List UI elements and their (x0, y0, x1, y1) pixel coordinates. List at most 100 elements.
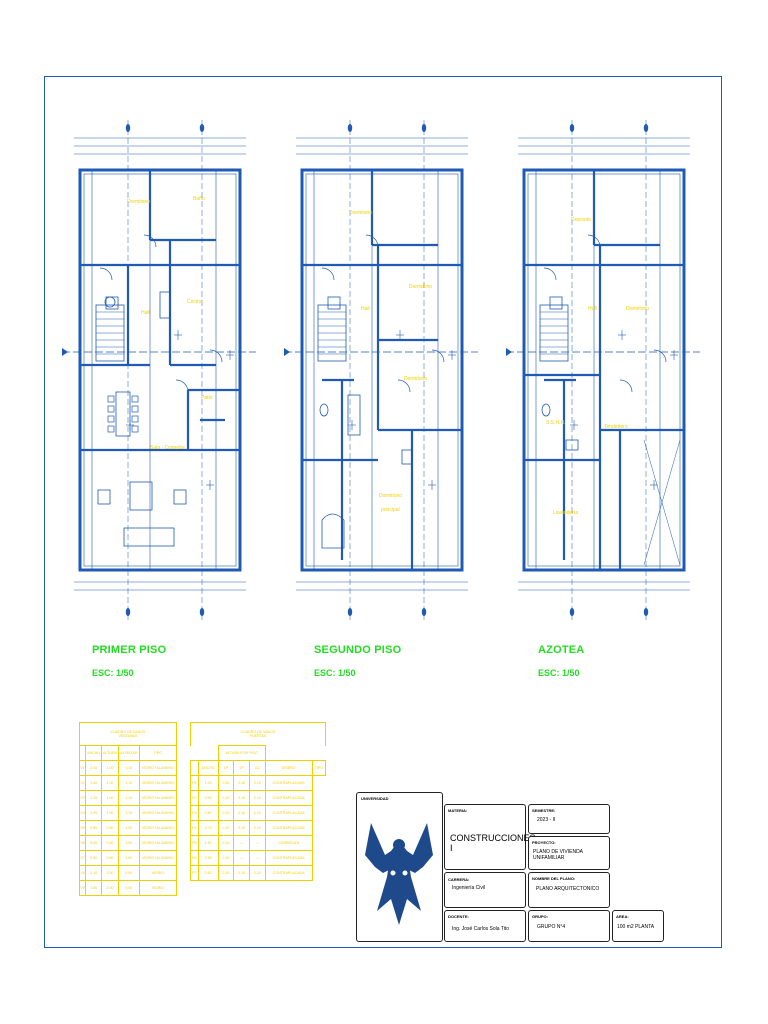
schedule-cell: VIDRIO+ALUMINIO (138, 805, 178, 821)
schedule-cell: P5 (190, 835, 199, 851)
dining-table-icon (115, 391, 131, 437)
kitchen-counter-icon (159, 291, 171, 319)
wall-inner-line (83, 173, 237, 567)
axis-marker (347, 608, 353, 616)
room-label: Dormitorio (127, 199, 151, 205)
schedule-cell: CONTRAPLACADA (264, 820, 313, 836)
schedule-cell: 1.50 (85, 775, 103, 791)
shower-icon (347, 394, 361, 436)
room-label: Hall (141, 310, 150, 316)
semestre-label: SEMESTRE: (532, 808, 556, 813)
area-value: 100 m2 PLANTA (617, 924, 655, 930)
toilet-icon (541, 403, 551, 417)
axis-marker (569, 124, 575, 132)
axis-marker (199, 124, 205, 132)
axis-marker (569, 608, 575, 616)
proyecto-value: PLANO DE VIVIENDA UNIFAMILIAR (533, 849, 583, 861)
schedule-cell: 1.00 (101, 790, 119, 806)
university-box: UNIVERSIDAD (356, 792, 443, 942)
door-swing (321, 267, 335, 281)
schedule-cell: --- (233, 850, 250, 866)
room-label: Hall (361, 306, 370, 312)
room-label: Patio (201, 395, 213, 401)
schedule-cell: 1.10 (117, 805, 140, 821)
docente-label: DOCENTE: (448, 914, 469, 919)
hatch-line (643, 439, 681, 566)
schedule-cell: VIDRIO+ALUMINIO (138, 760, 178, 776)
room-label: Hall (588, 306, 597, 312)
schedule-cell: 0.70 (197, 820, 219, 836)
schedule-cell: 2.10 (233, 775, 250, 791)
semestre-box: SEMESTRE: 2023 - II (528, 804, 610, 834)
axis-marker (643, 608, 649, 616)
stair-landing (327, 296, 341, 310)
schedule-cell: CORREDIZA (264, 835, 313, 851)
schedule-cell: 2.10 (249, 865, 266, 881)
proyecto-box: PROYECTO: PLANO DE VIVIENDA UNIFAMILIAR (528, 836, 610, 870)
schedule-cell: --- (249, 850, 266, 866)
schedule-cell: 1.50 (117, 850, 140, 866)
schedule-cell: 2.10 (233, 865, 250, 881)
schedule-column-header: TIPO (138, 745, 178, 761)
schedule-column-header: AZ (249, 760, 266, 776)
schedule-cell: 1.20 (85, 790, 103, 806)
axis-marker (125, 608, 131, 616)
schedule-column-header: 2P (233, 760, 250, 776)
schedule-cell: 2.10 (249, 775, 266, 791)
materia-label: MATERIA: (448, 808, 468, 813)
schedule-cell: 1.80 (85, 880, 103, 896)
room-label: Dormitorio (349, 210, 373, 216)
schedule-cell: VIDRIO (138, 880, 178, 896)
schedule-cell: 0.60 (197, 865, 219, 881)
carrera-label: CARRERA: (448, 877, 470, 882)
axis-marker (421, 608, 427, 616)
section-marker (506, 348, 512, 356)
room-label: Sala - Comedor (150, 445, 186, 451)
sofa-icon (123, 527, 175, 547)
eagle-logo-icon (365, 823, 433, 925)
schedule-cell: CONTRAPLACADA (264, 790, 313, 806)
plan-title-azotea: AZOTEA (538, 644, 585, 656)
schedule-cell: 2.10 (249, 790, 266, 806)
plan-scale: ESC: 1/50 (538, 668, 580, 678)
nombre-plano-label: NOMBRE DEL PLANO: (532, 876, 576, 881)
schedule-cell: CONTRAPLACADA (264, 775, 313, 791)
room-label: Dormitorio (379, 493, 403, 499)
nombre-plano-box: NOMBRE DEL PLANO: PLANO ARQUITECTONICO (528, 872, 610, 908)
schedule-cell: 0.00 (117, 880, 140, 896)
plan-title-primer-piso: PRIMER PISO (92, 644, 167, 656)
schedule-cell: 2.00 (101, 865, 119, 881)
schedule-cell: VIDRIO+ALUMINIO (138, 820, 178, 836)
room-label: S.S.H.H. (546, 420, 566, 426)
plan-scale: ESC: 1/50 (314, 668, 356, 678)
schedule-cell: 1.10 (117, 760, 140, 776)
schedule-cell: 2.10 (217, 865, 235, 881)
axis-marker (125, 124, 131, 132)
schedule-cell: V9 (78, 880, 87, 896)
plan-scale: ESC: 1/50 (92, 668, 134, 678)
door-swing (143, 234, 157, 248)
schedule-cell: 2.10 (233, 790, 250, 806)
chair-icon (107, 425, 115, 433)
proyecto-label: PROYECTO: (532, 840, 556, 845)
schedule-cell: 0.60 (101, 820, 119, 836)
toilet-icon (319, 403, 329, 417)
schedule-cell: 2.00 (85, 760, 103, 776)
schedule-cell: CONTRAPLACADA (264, 865, 313, 881)
schedule-cell: 2.10 (249, 820, 266, 836)
schedule-cell: P2 (190, 790, 199, 806)
schedule-cell: --- (249, 835, 266, 851)
schedule-cell: 2.10 (249, 805, 266, 821)
materia-value: CONSTRUCCIONES I (450, 833, 536, 853)
door-swing (619, 379, 633, 393)
stair-landing (549, 296, 563, 310)
